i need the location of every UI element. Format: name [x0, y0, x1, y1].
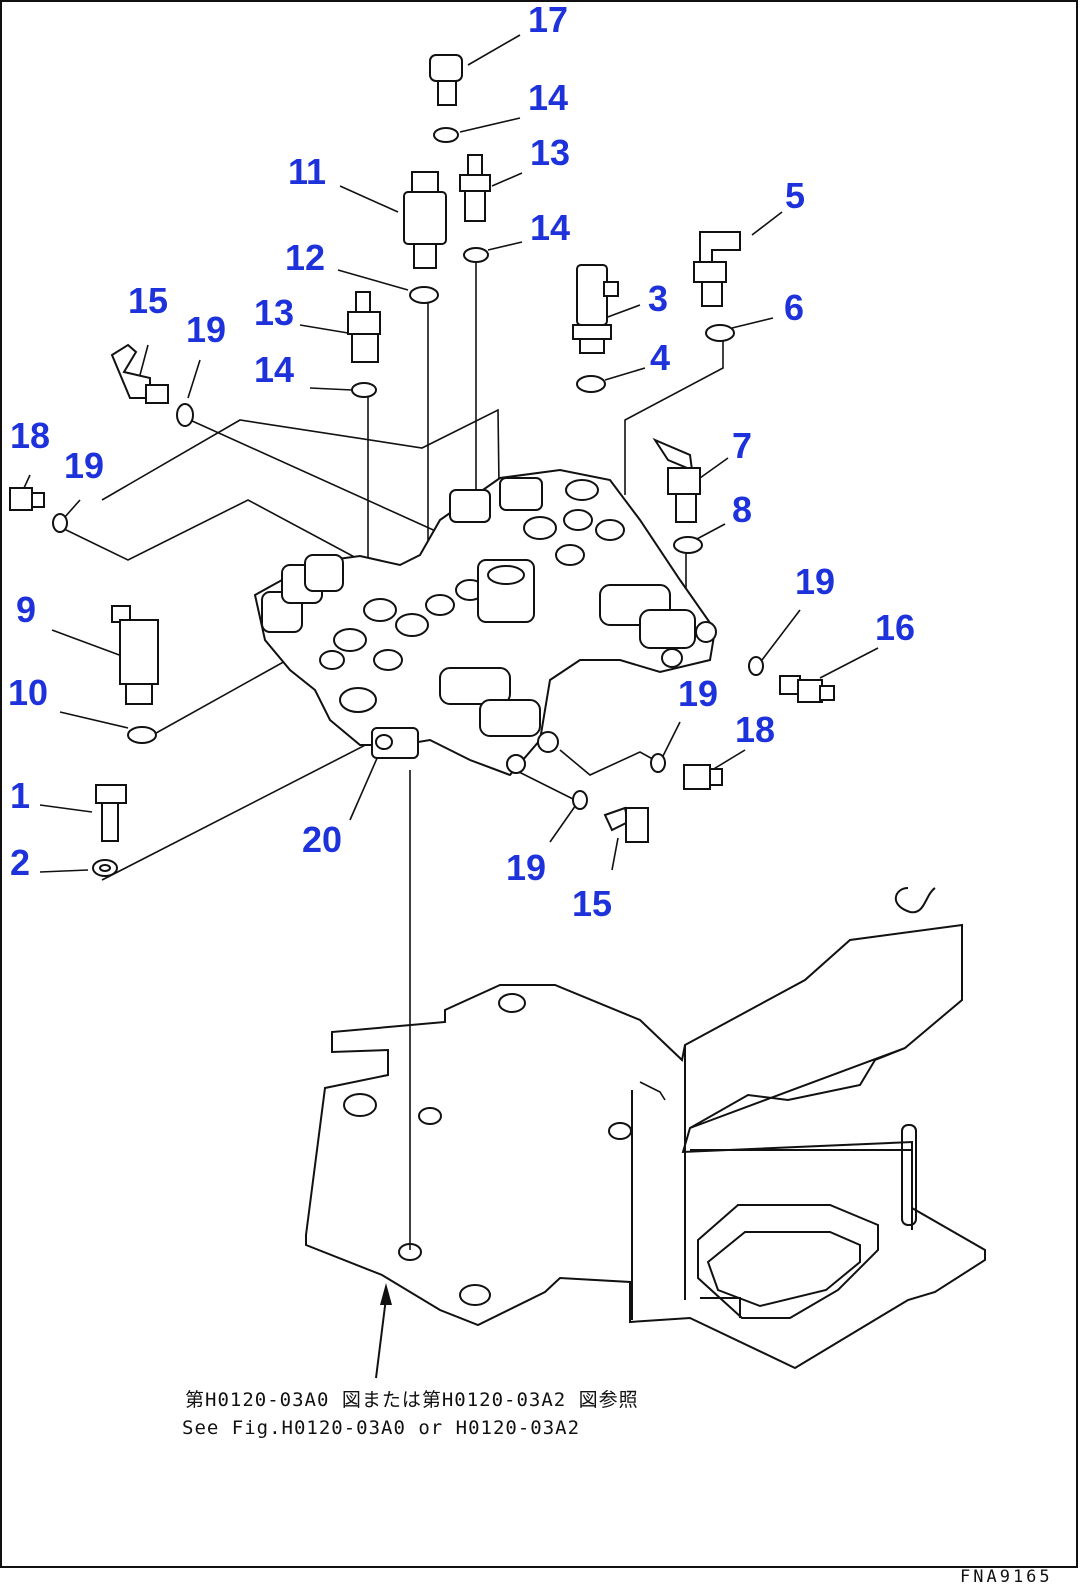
- callout-14-top: 14: [528, 77, 568, 118]
- callout-14-left: 14: [254, 349, 294, 390]
- part-19-oring-a: [176, 403, 194, 427]
- callout-2: 2: [10, 842, 30, 883]
- part-6-oring: [705, 324, 735, 342]
- callout-11: 11: [288, 151, 326, 192]
- callout-19-e: 19: [506, 847, 546, 888]
- part-19-oring-b: [52, 513, 68, 533]
- callout-1: 1: [10, 775, 30, 816]
- callout-15-bottom: 15: [572, 883, 612, 924]
- callout-19-b: 19: [64, 445, 104, 486]
- callout-17: 17: [528, 0, 568, 40]
- callout-16: 16: [875, 607, 915, 648]
- callout-4: 4: [650, 337, 670, 378]
- callout-18-right: 18: [735, 709, 775, 750]
- reference-note-en: See Fig.H0120-03A0 or H0120-03A2: [182, 1417, 580, 1439]
- callout-6: 6: [784, 287, 804, 328]
- part-19-oring-d: [650, 753, 666, 773]
- callout-3: 3: [648, 278, 668, 319]
- part-19-oring-e: [572, 790, 588, 810]
- part-18-plug-b: [683, 764, 711, 790]
- callout-7: 7: [732, 425, 752, 466]
- part-14-oring-c: [351, 382, 377, 398]
- part-8-oring: [673, 536, 703, 554]
- frame-bracket: [305, 887, 986, 1370]
- callout-19-c: 19: [795, 561, 835, 602]
- callout-13-top: 13: [530, 132, 570, 173]
- callout-19-d: 19: [678, 673, 718, 714]
- callout-13-left: 13: [254, 292, 294, 333]
- part-14-oring-a: [433, 127, 459, 143]
- part-13-nipple-a: [467, 154, 483, 176]
- callout-14-mid: 14: [530, 207, 570, 248]
- part-15-fitting-b: [603, 806, 630, 832]
- callout-8: 8: [732, 489, 752, 530]
- part-1-bolt: [95, 784, 127, 804]
- part-12-oring: [409, 286, 439, 304]
- callout-5: 5: [785, 175, 805, 216]
- part-15-fitting-a: [110, 343, 151, 399]
- callout-19-a: 19: [186, 309, 226, 350]
- callout-15-top: 15: [128, 280, 168, 321]
- callout-18-left: 18: [10, 415, 50, 456]
- callout-9: 9: [16, 589, 36, 630]
- figure-code: FNA9165: [960, 1567, 1053, 1587]
- part-18-plug-a: [9, 487, 33, 511]
- part-7-elbow: [652, 437, 694, 472]
- part-4-oring: [576, 375, 606, 393]
- small-parts: [9, 54, 835, 877]
- part-3-sensor: [576, 264, 608, 326]
- reference-note-jp: 第H0120-03A0 図または第H0120-03A2 図参照: [185, 1389, 639, 1411]
- part-11-valve: [411, 171, 439, 193]
- part-10-oring: [127, 726, 157, 744]
- part-14-oring-b: [463, 247, 489, 263]
- callout-20: 20: [302, 819, 342, 860]
- control-valve-assembly: [253, 468, 717, 777]
- part-17-plug: [429, 54, 463, 82]
- callout-12: 12: [285, 237, 325, 278]
- part-13-nipple-b: [355, 291, 371, 313]
- callout-10: 10: [8, 672, 48, 713]
- callout-labels: 17 14 13 11 14 12 5 13 3 15 19 6 14 4 18…: [8, 0, 915, 924]
- leader-lines: [23, 34, 879, 873]
- part-19-oring-c: [748, 656, 764, 676]
- reference-arrow: [375, 1283, 392, 1379]
- frame-border: [0, 0, 1078, 1568]
